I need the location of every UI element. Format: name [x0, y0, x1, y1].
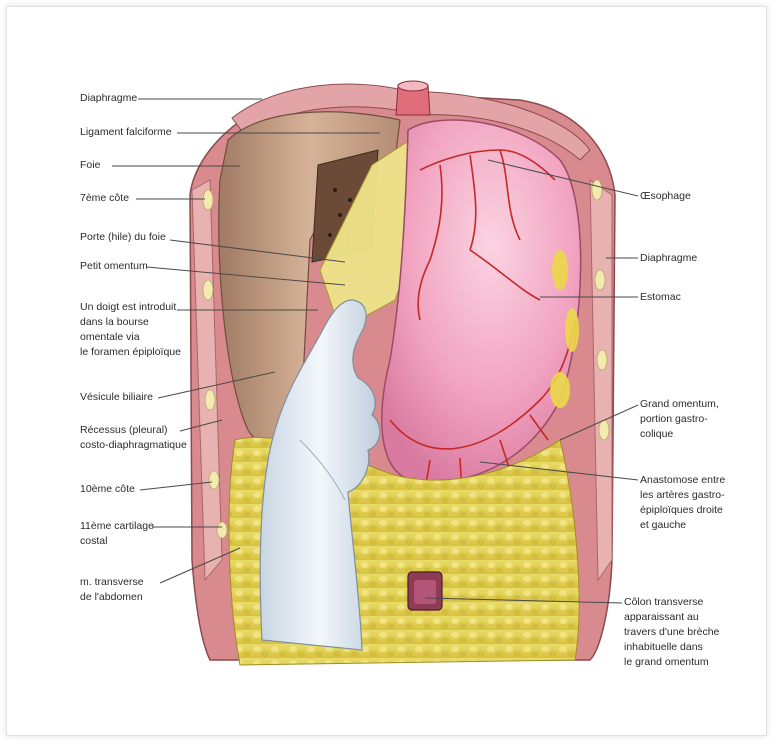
label-dixieme-cote: 10ème côte: [80, 482, 135, 497]
label-grand-omentum: Grand omentum,portion gastro-colique: [640, 397, 719, 442]
colon-window-inner: [414, 580, 436, 604]
label-porte-du-foie: Porte (hile) du foie: [80, 230, 166, 245]
label-diaphragme-right: Diaphragme: [640, 251, 697, 266]
label-oesophage: Œsophage: [640, 189, 691, 204]
label-vesicule-biliaire: Vésicule biliaire: [80, 390, 153, 405]
oesophagus-lumen: [398, 81, 428, 91]
label-estomac: Estomac: [640, 290, 681, 305]
label-petit-omentum: Petit omentum: [80, 259, 148, 274]
label-ligament-falciforme: Ligament falciforme: [80, 125, 172, 140]
label-septieme-cote: 7ème côte: [80, 191, 129, 206]
label-recessus: Récessus (pleural)costo-diaphragmatique: [80, 423, 187, 453]
label-foie: Foie: [80, 158, 100, 173]
label-diaphragme-left: Diaphragme: [80, 91, 137, 106]
